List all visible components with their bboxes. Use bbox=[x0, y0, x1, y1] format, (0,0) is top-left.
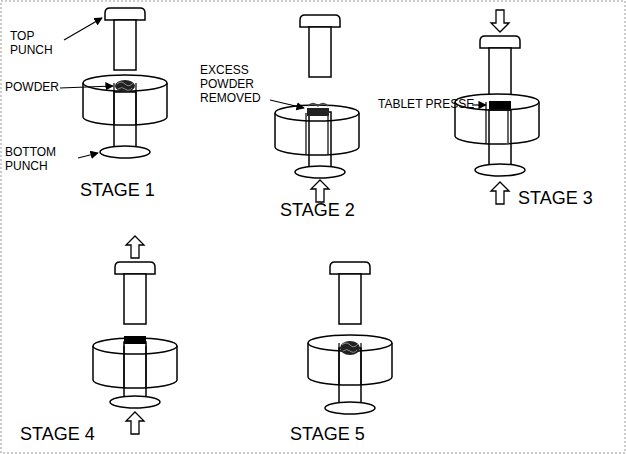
stage-title: STAGE 1 bbox=[80, 180, 155, 201]
stage-title: STAGE 2 bbox=[280, 200, 355, 221]
part-label: TABLET PRESSE bbox=[378, 98, 474, 112]
stage-title: STAGE 4 bbox=[20, 424, 95, 445]
part-label: POWDER bbox=[5, 81, 59, 95]
stage-title: STAGE 5 bbox=[290, 424, 365, 445]
part-label: BOTTOM PUNCH bbox=[5, 146, 75, 174]
stage-title: STAGE 3 bbox=[518, 188, 593, 209]
part-label: EXCESS POWDER REMOVED bbox=[200, 64, 268, 105]
part-label: TOP PUNCH bbox=[10, 30, 62, 58]
